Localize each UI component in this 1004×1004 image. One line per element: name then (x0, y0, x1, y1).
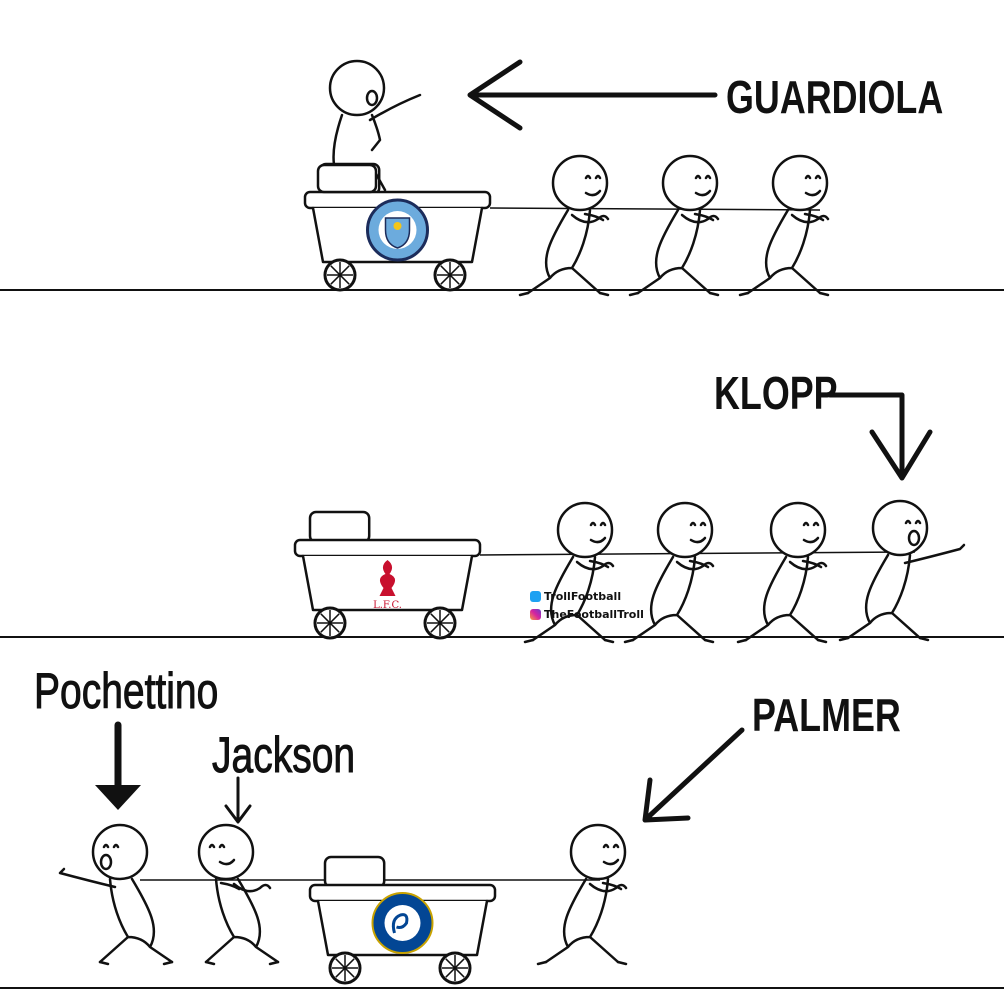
chelsea-cart (308, 855, 497, 985)
arms (790, 212, 830, 224)
body (631, 555, 707, 642)
eyes (208, 843, 226, 849)
eyes (584, 174, 602, 180)
arms (675, 559, 715, 571)
head (197, 823, 255, 881)
feet (628, 291, 720, 297)
head (551, 154, 609, 212)
feet (838, 636, 930, 642)
cart-seat (323, 855, 386, 889)
body (846, 553, 922, 640)
puller-figure (518, 154, 610, 297)
body (544, 877, 620, 964)
body (744, 555, 820, 642)
mouth (907, 529, 921, 547)
liverpool-cart: L.F.C. (293, 510, 482, 640)
eyes (602, 843, 620, 849)
watermark-instagram: TheFootballTroll (530, 608, 644, 621)
arms (588, 881, 628, 893)
mouth (602, 858, 620, 866)
head (871, 499, 929, 557)
label-guardiola: GUARDIOLA (726, 71, 944, 123)
arms (570, 212, 610, 224)
feet (518, 291, 610, 297)
head (661, 154, 719, 212)
body (746, 208, 822, 295)
arrow-to-jackson (224, 776, 252, 824)
cart-seat (308, 510, 371, 544)
arrow-to-palmer (642, 727, 745, 823)
twitter-icon (530, 591, 541, 602)
mouth (804, 189, 822, 197)
mouth (694, 189, 712, 197)
body (531, 555, 607, 642)
puller-figure (523, 501, 615, 644)
cart-seat (316, 163, 378, 194)
head (556, 501, 614, 559)
label-palmer: PALMER (752, 689, 901, 741)
pointing-arm (903, 543, 966, 565)
mouth (689, 536, 707, 544)
label-klopp: KLOPP (714, 367, 838, 419)
mouth (589, 536, 607, 544)
arms (788, 559, 828, 571)
body (526, 208, 602, 295)
feet (204, 960, 280, 966)
puller-figure (738, 154, 830, 297)
arms (575, 559, 615, 571)
cart-rim (293, 538, 482, 558)
body (204, 877, 280, 964)
klopp-figure (838, 499, 966, 642)
pointing-arm (58, 867, 117, 889)
arrowhead (95, 785, 141, 810)
pochettino-figure (58, 823, 174, 966)
feet (523, 638, 615, 644)
eyes (589, 521, 607, 527)
feet (98, 960, 174, 966)
puller-figure (623, 501, 715, 644)
eyes (102, 843, 120, 849)
guardiola-figure (316, 59, 422, 194)
head (569, 823, 627, 881)
arrow-to-guardiola (467, 59, 718, 131)
puller-figure (628, 154, 720, 297)
arms (219, 881, 272, 893)
instagram-icon (530, 609, 541, 620)
instagram-handle: TheFootballTroll (544, 608, 644, 621)
puller-figure (736, 501, 828, 644)
jackson-figure (197, 823, 280, 966)
mouth (802, 536, 820, 544)
feet (623, 638, 715, 644)
twitter-handle: TrollFootball (544, 590, 622, 603)
rope (489, 207, 821, 211)
label-pochettino: Pochettino (34, 663, 219, 720)
body (98, 877, 174, 964)
feet (536, 960, 628, 966)
palmer-figure (536, 823, 628, 966)
mouth (218, 858, 236, 866)
head (771, 154, 829, 212)
feet (738, 291, 830, 297)
mouth (99, 853, 113, 871)
mouth (365, 89, 379, 107)
body (636, 208, 712, 295)
eyes (904, 519, 922, 525)
liverbird-badge (379, 560, 396, 596)
lfc-text: L.F.C. (373, 600, 402, 611)
mouth (584, 189, 602, 197)
head (328, 59, 386, 117)
head (91, 823, 149, 881)
arms (680, 212, 720, 224)
eyes (694, 174, 712, 180)
arrow-to-klopp (827, 392, 933, 481)
eyes (802, 521, 820, 527)
watermark-twitter: TrollFootball (530, 590, 621, 603)
eyes (689, 521, 707, 527)
feet (736, 638, 828, 644)
label-jackson: Jackson (212, 727, 356, 784)
head (769, 501, 827, 559)
eyes (804, 174, 822, 180)
head (656, 501, 714, 559)
